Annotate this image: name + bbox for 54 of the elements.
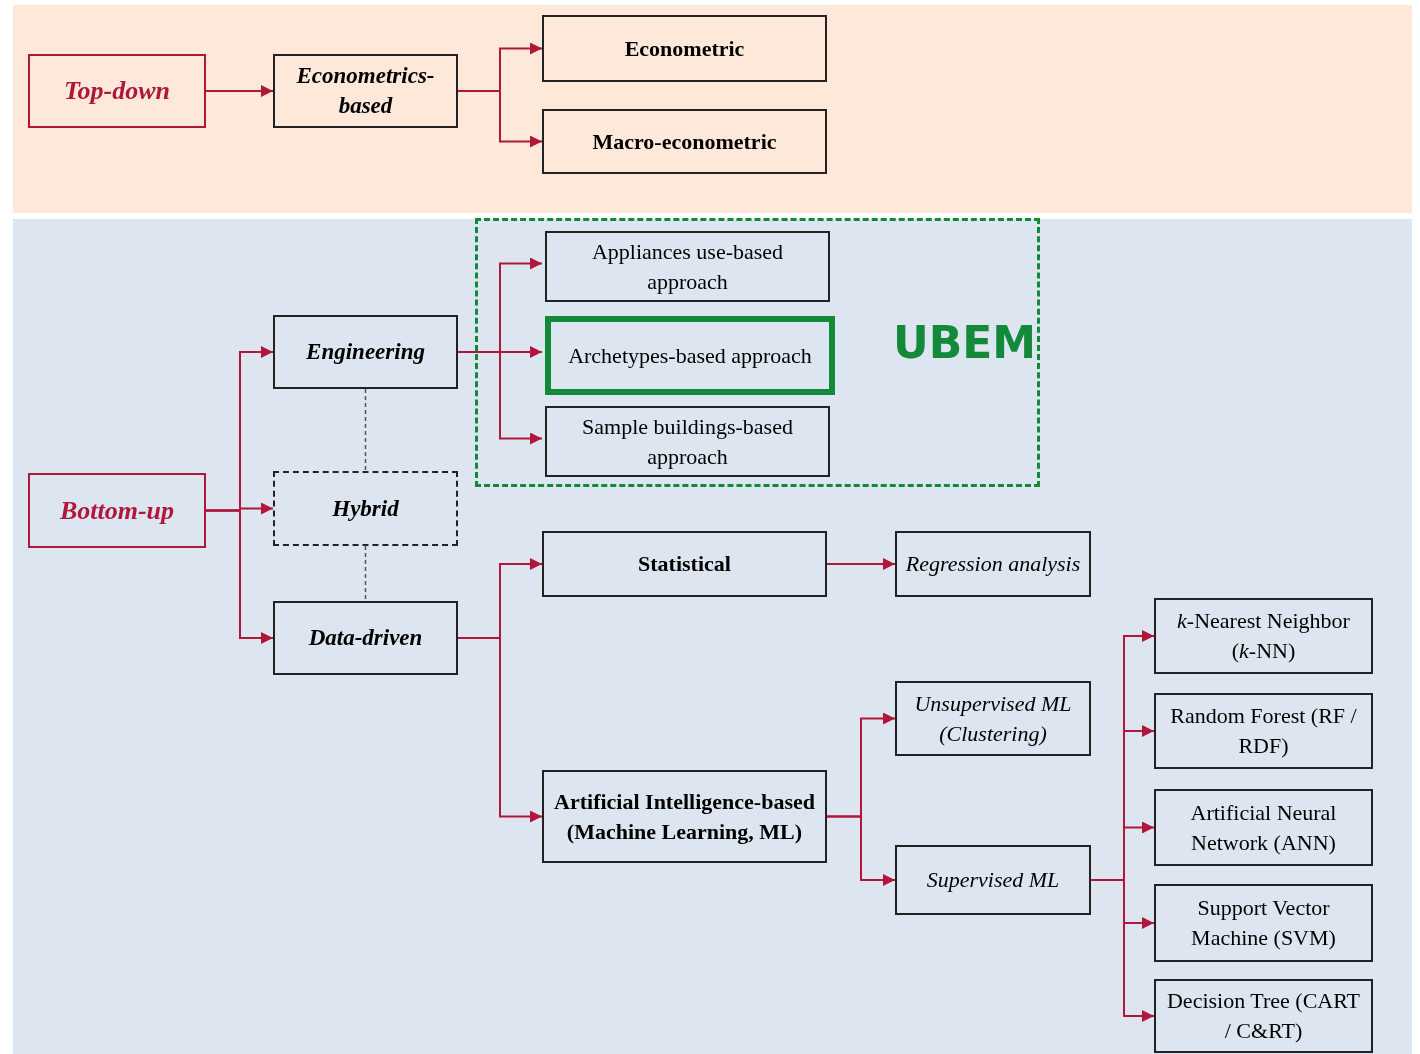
process-box [28, 54, 206, 128]
process-box [1154, 884, 1373, 962]
process-box [545, 406, 830, 477]
process-box [1154, 789, 1373, 866]
process-box [273, 471, 458, 546]
box-label: Archetypes-based approach [568, 341, 812, 370]
box-label: Random Forest (RF / RDF) [1169, 702, 1358, 760]
process-box [542, 531, 827, 597]
box-label: Unsupervised ML (Clustering) [913, 689, 1073, 748]
process-box [542, 109, 827, 174]
box-label: Bottom-up [59, 495, 175, 526]
dashed-connector [364, 388, 367, 472]
box-label: Hybrid [332, 494, 399, 523]
process-box [895, 845, 1091, 915]
box-label: Engineering [306, 338, 425, 366]
dashed-group-box [475, 218, 1040, 487]
process-box [28, 473, 206, 548]
box-label: Artificial Intelligence-based (Machine Learning, ML) [553, 787, 816, 846]
arrow [826, 558, 896, 570]
process-box [1154, 598, 1373, 674]
process-box [273, 601, 458, 675]
arrow [457, 90, 543, 148]
arrow [205, 85, 274, 97]
arrow [205, 509, 274, 644]
box-label: Supervised ML [926, 866, 1060, 894]
process-box [1154, 693, 1373, 769]
box-label: Artificial Neural Network (ANN) [1189, 798, 1338, 857]
arrow [826, 815, 896, 886]
box-label: Sample buildings-based approach [581, 412, 794, 471]
box-label: Top-down [64, 76, 170, 106]
process-box [273, 315, 458, 389]
box-label: Macro-econometric [592, 127, 777, 156]
box-label: Econometrics-based [295, 62, 436, 120]
dashed-connector [364, 545, 367, 602]
process-box [545, 316, 835, 395]
process-box [895, 681, 1091, 756]
arrow [457, 351, 543, 445]
box-label: k-Nearest Neighbor (k-NN) [1176, 607, 1351, 665]
process-box [542, 770, 827, 863]
box-label: Regression analysis [905, 550, 1081, 578]
process-box [273, 54, 458, 128]
box-label: Appliances use-based approach [590, 237, 785, 296]
box-label: Data-driven [308, 624, 423, 652]
process-box [1154, 979, 1373, 1053]
process-box [895, 531, 1091, 597]
box-label: Decision Tree (CART / C&RT) [1166, 987, 1361, 1045]
process-box [545, 231, 830, 302]
arrow [457, 637, 543, 823]
box-label: Statistical [638, 550, 731, 578]
process-box [542, 15, 827, 82]
group-label: UBEM [893, 321, 1037, 365]
arrow [1090, 879, 1155, 1022]
box-label: Support Vector Machine (SVM) [1190, 894, 1337, 952]
box-label: Econometric [624, 34, 745, 63]
